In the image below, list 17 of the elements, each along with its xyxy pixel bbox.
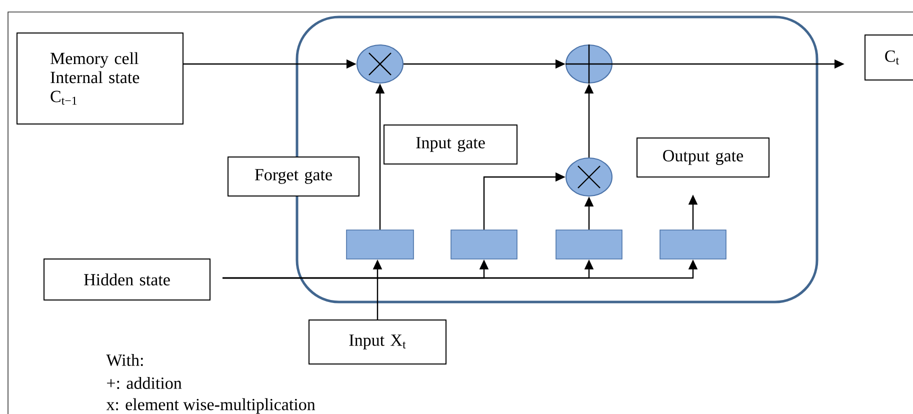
multiply-circle [566, 158, 612, 196]
layer-box [346, 230, 414, 260]
layer-box [556, 230, 622, 260]
layer-box [660, 230, 726, 260]
multiply-circle [356, 44, 404, 84]
label-box: Input gate [384, 124, 518, 164]
label-box: Output gate [636, 138, 770, 178]
label-box: Forget gate [228, 156, 360, 196]
note-text: +: addition [107, 376, 182, 389]
add-circle [566, 44, 612, 84]
note-text: x: element wise-multiplication [106, 398, 316, 414]
note-text: With: [106, 354, 143, 366]
layer-box [450, 230, 518, 260]
label-box: Hidden state [44, 258, 210, 300]
label-box: Input X$_{t}$ [308, 320, 446, 364]
label-box: Memory cell Internal state C$_{t−1}$ [16, 32, 184, 124]
label-box: C$_{t}$ [864, 34, 913, 80]
